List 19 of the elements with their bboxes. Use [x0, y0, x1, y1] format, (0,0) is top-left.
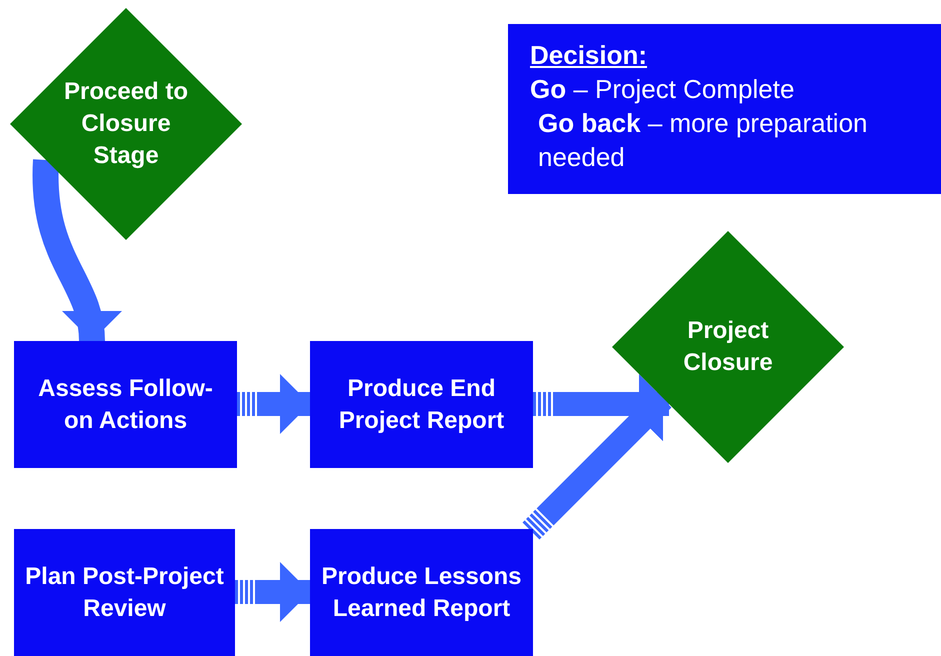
node-label: Produce End Project Report [338, 374, 506, 436]
process-box [14, 529, 235, 656]
process-box [310, 341, 533, 468]
block-arrow [235, 562, 310, 622]
note-text: Go – Project Complete [530, 73, 794, 106]
node-label: Assess Follow-on Actions [37, 374, 214, 436]
decision-diamond [10, 8, 242, 240]
process-box [310, 529, 533, 656]
process-box [14, 341, 237, 468]
node-label: Project Closure [682, 316, 774, 378]
note-text: Go back – more preparation needed [537, 107, 868, 174]
block-arrow [32, 160, 120, 342]
node-label: Plan Post-Project Review [24, 562, 224, 624]
decision-diamond [612, 231, 844, 463]
note-box [508, 24, 941, 194]
node-label: Proceed to Closure Stage [62, 77, 190, 171]
note-heading: Decision: [530, 39, 648, 72]
block-arrow [237, 374, 310, 434]
node-label: Produce Lessons Learned Report [320, 562, 523, 624]
